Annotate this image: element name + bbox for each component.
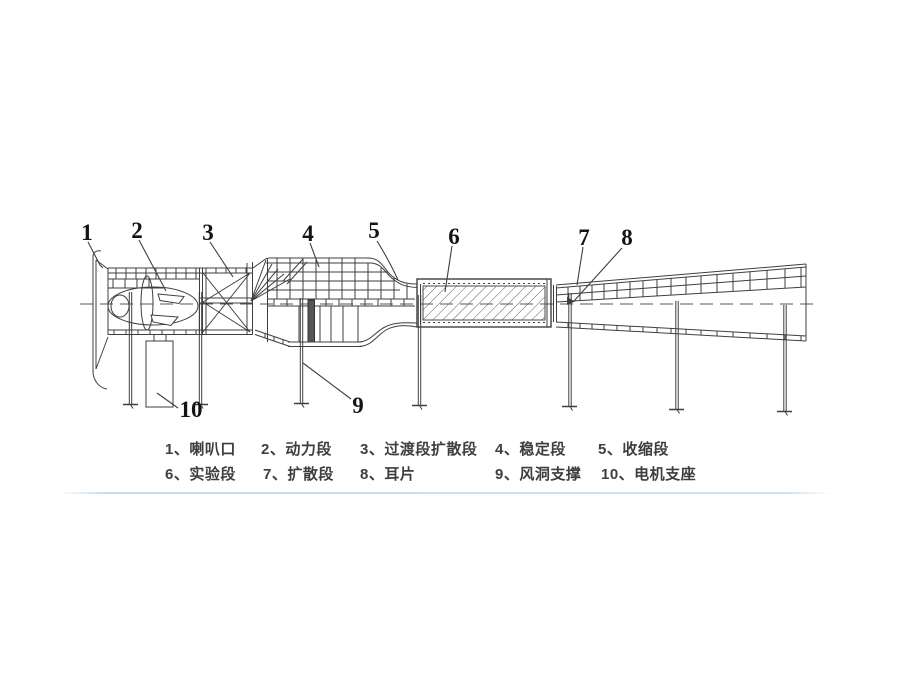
legend-item-10: 10、电机支座: [601, 466, 697, 483]
legend-item-9: 9、风洞支撑: [495, 466, 582, 483]
legend-item-7: 7、扩散段: [263, 466, 334, 483]
callout-4: 4: [302, 221, 314, 246]
legend-item-8: 8、耳片: [360, 466, 416, 483]
support-leg: [123, 292, 138, 409]
support-leg: [294, 298, 309, 408]
callout-5: 5: [368, 218, 380, 243]
callout-7: 7: [578, 225, 590, 250]
stabilization-section: [266, 257, 415, 347]
legend-item-6: 6、实验段: [165, 466, 236, 483]
callout-leaders: [87, 239, 623, 409]
legend-item-1: 1、喇叭口: [165, 441, 236, 458]
callout-10: 10: [180, 397, 203, 422]
callout-8: 8: [621, 225, 633, 250]
support-leg: [777, 305, 792, 416]
fan-icon: [107, 275, 199, 331]
contraction-section: [357, 257, 418, 347]
callout-1: 1: [81, 220, 93, 245]
honeycomb-screen: [307, 299, 315, 343]
divider-line: [58, 492, 832, 494]
diffuser-section: [553, 263, 807, 342]
support-leg: [562, 293, 577, 411]
transition-truss-section: [199, 257, 291, 347]
motor-mount: [145, 334, 174, 408]
test-section-window: [422, 285, 546, 321]
bell-mouth: [92, 250, 109, 390]
callout-3: 3: [202, 220, 214, 245]
callout-6: 6: [448, 224, 460, 249]
legend-item-3: 3、过渡段扩散段: [360, 441, 478, 458]
power-section: [108, 267, 253, 335]
callout-9: 9: [352, 393, 364, 418]
legend-item-5: 5、收缩段: [598, 441, 669, 458]
test-section: [416, 278, 552, 328]
support-leg: [193, 292, 208, 409]
support-leg: [412, 295, 427, 410]
legend-item-4: 4、稳定段: [495, 441, 566, 458]
callout-2: 2: [131, 218, 143, 243]
legend-item-2: 2、动力段: [261, 441, 332, 458]
callout-numbers: 1 2 3 4 5 6 7 8 9 10: [81, 218, 633, 422]
support-legs: [123, 292, 792, 416]
support-leg: [669, 301, 684, 414]
